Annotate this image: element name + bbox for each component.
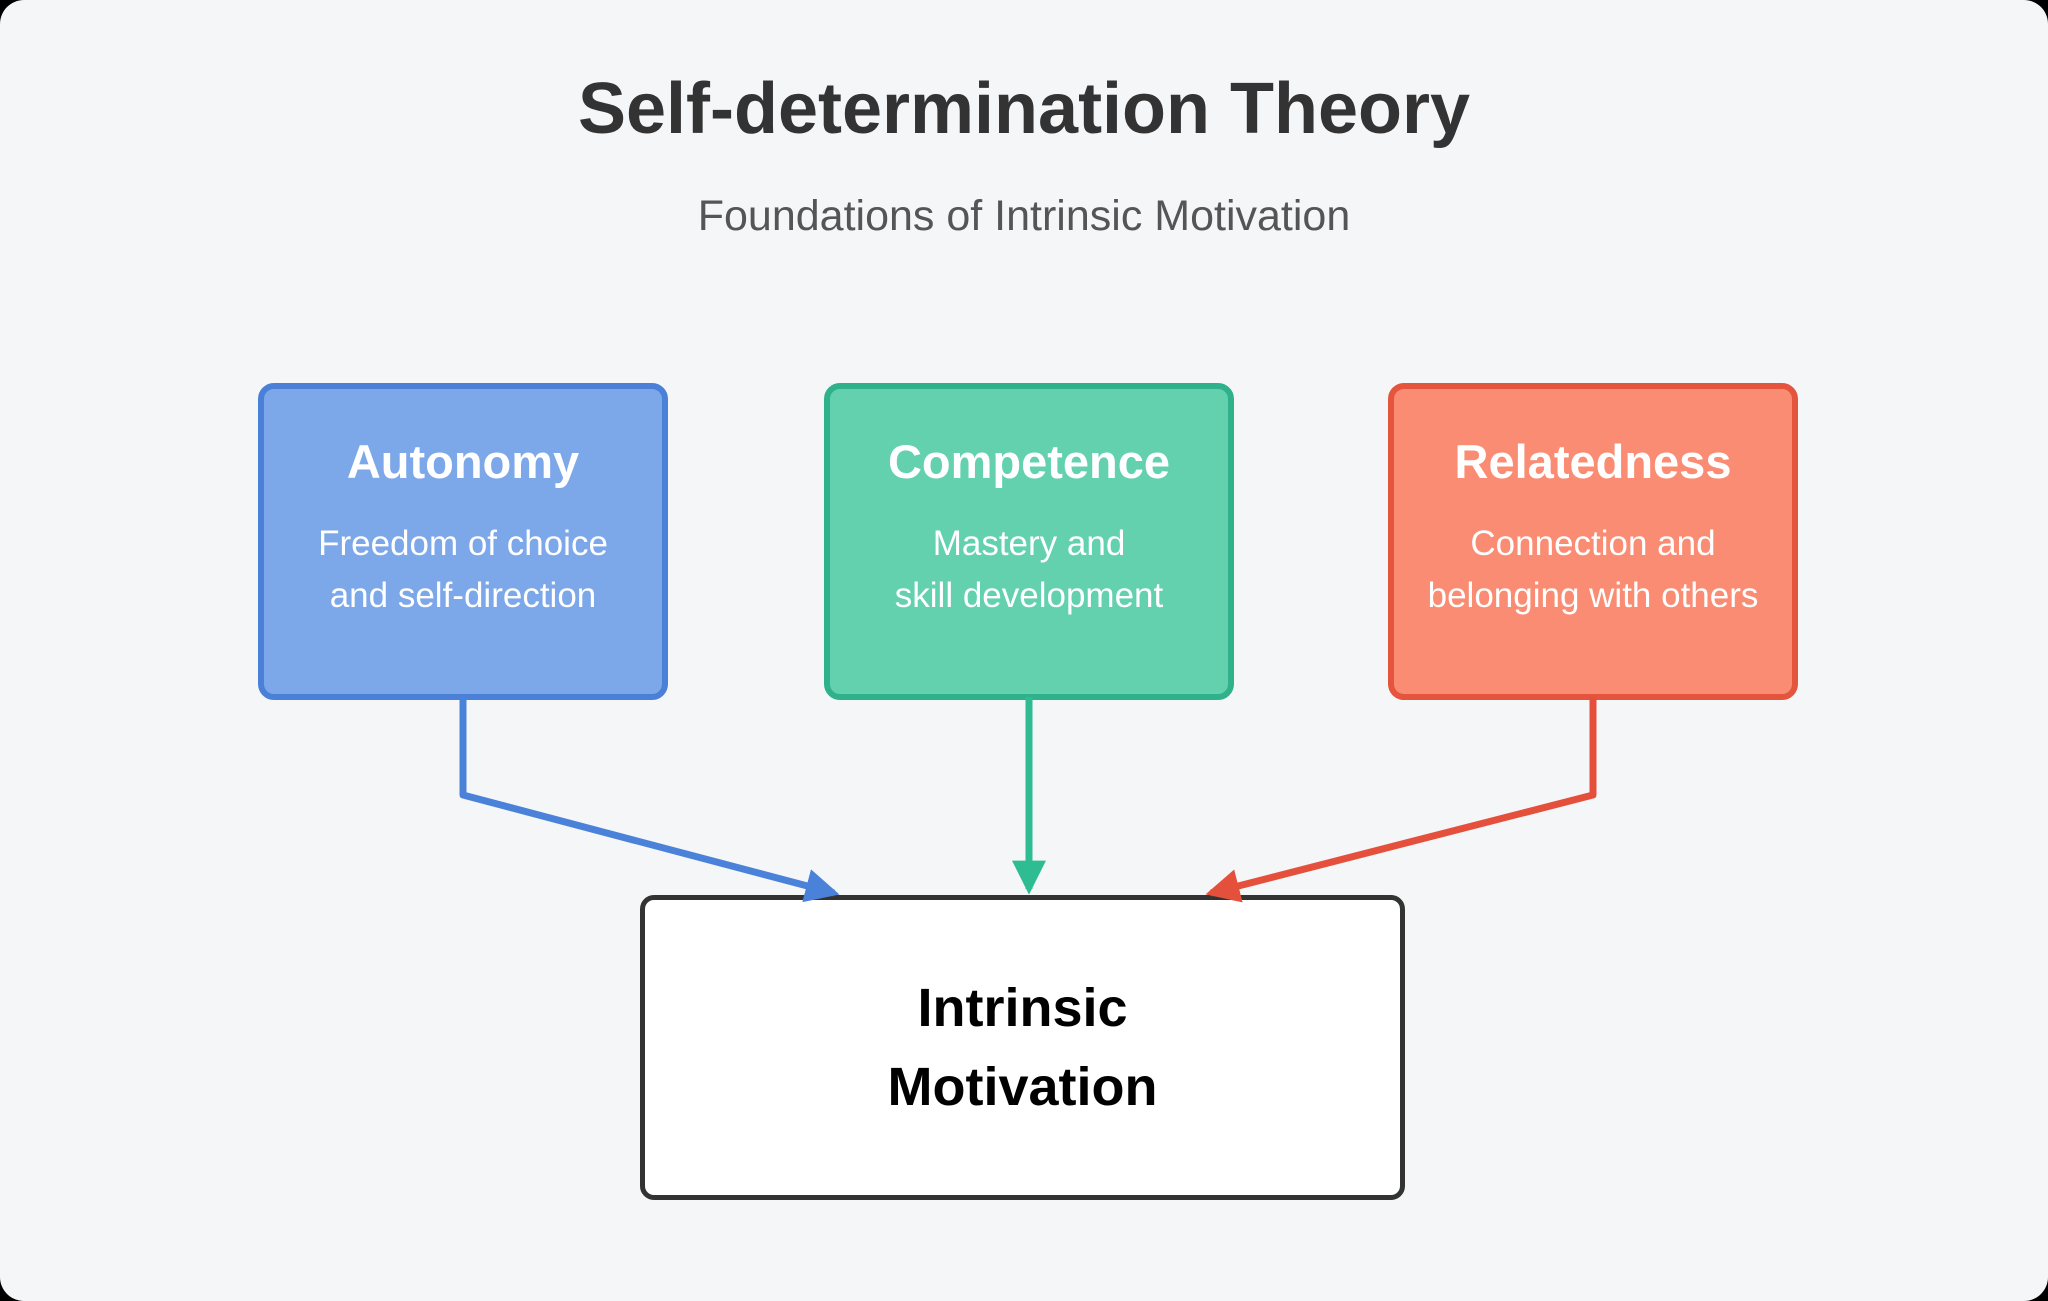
node-relatedness-description-line1: Connection and (1470, 523, 1716, 563)
node-competence-description-line1: Mastery and (932, 523, 1126, 563)
node-competence-description: Mastery and skill development (830, 518, 1228, 623)
node-autonomy: Autonomy Freedom of choice and self-dire… (258, 383, 668, 700)
node-intrinsic-motivation: Intrinsic Motivation (640, 895, 1405, 1200)
node-autonomy-description-line2: and self-direction (329, 576, 597, 616)
node-competence-title: Competence (887, 435, 1171, 488)
autonomy-to-motivation-arrow (459, 697, 840, 903)
node-autonomy-description: Freedom of choice and self-direction (264, 518, 662, 623)
node-intrinsic-motivation-title: Intrinsic Motivation (888, 969, 1158, 1126)
node-competence-description-line2: skill development (894, 576, 1164, 616)
node-relatedness-description-line2: belonging with others (1427, 576, 1759, 616)
page-title: Self-determination Theory (577, 69, 1471, 149)
relatedness-to-motivation-arrow (1205, 697, 1597, 903)
node-competence: Competence Mastery and skill development (824, 383, 1234, 700)
node-intrinsic-motivation-title-line2: Motivation (887, 1056, 1158, 1117)
node-relatedness: Relatedness Connection and belonging wit… (1388, 383, 1798, 700)
diagram-header: Self-determination Theory Foundations of… (0, 68, 2048, 242)
node-autonomy-title: Autonomy (346, 435, 580, 488)
node-intrinsic-motivation-title-line1: Intrinsic (917, 978, 1128, 1039)
node-autonomy-description-line1: Freedom of choice (318, 523, 608, 563)
node-relatedness-title: Relatedness (1454, 435, 1732, 488)
node-relatedness-description: Connection and belonging with others (1394, 518, 1792, 623)
page-subtitle: Foundations of Intrinsic Motivation (697, 191, 1351, 240)
